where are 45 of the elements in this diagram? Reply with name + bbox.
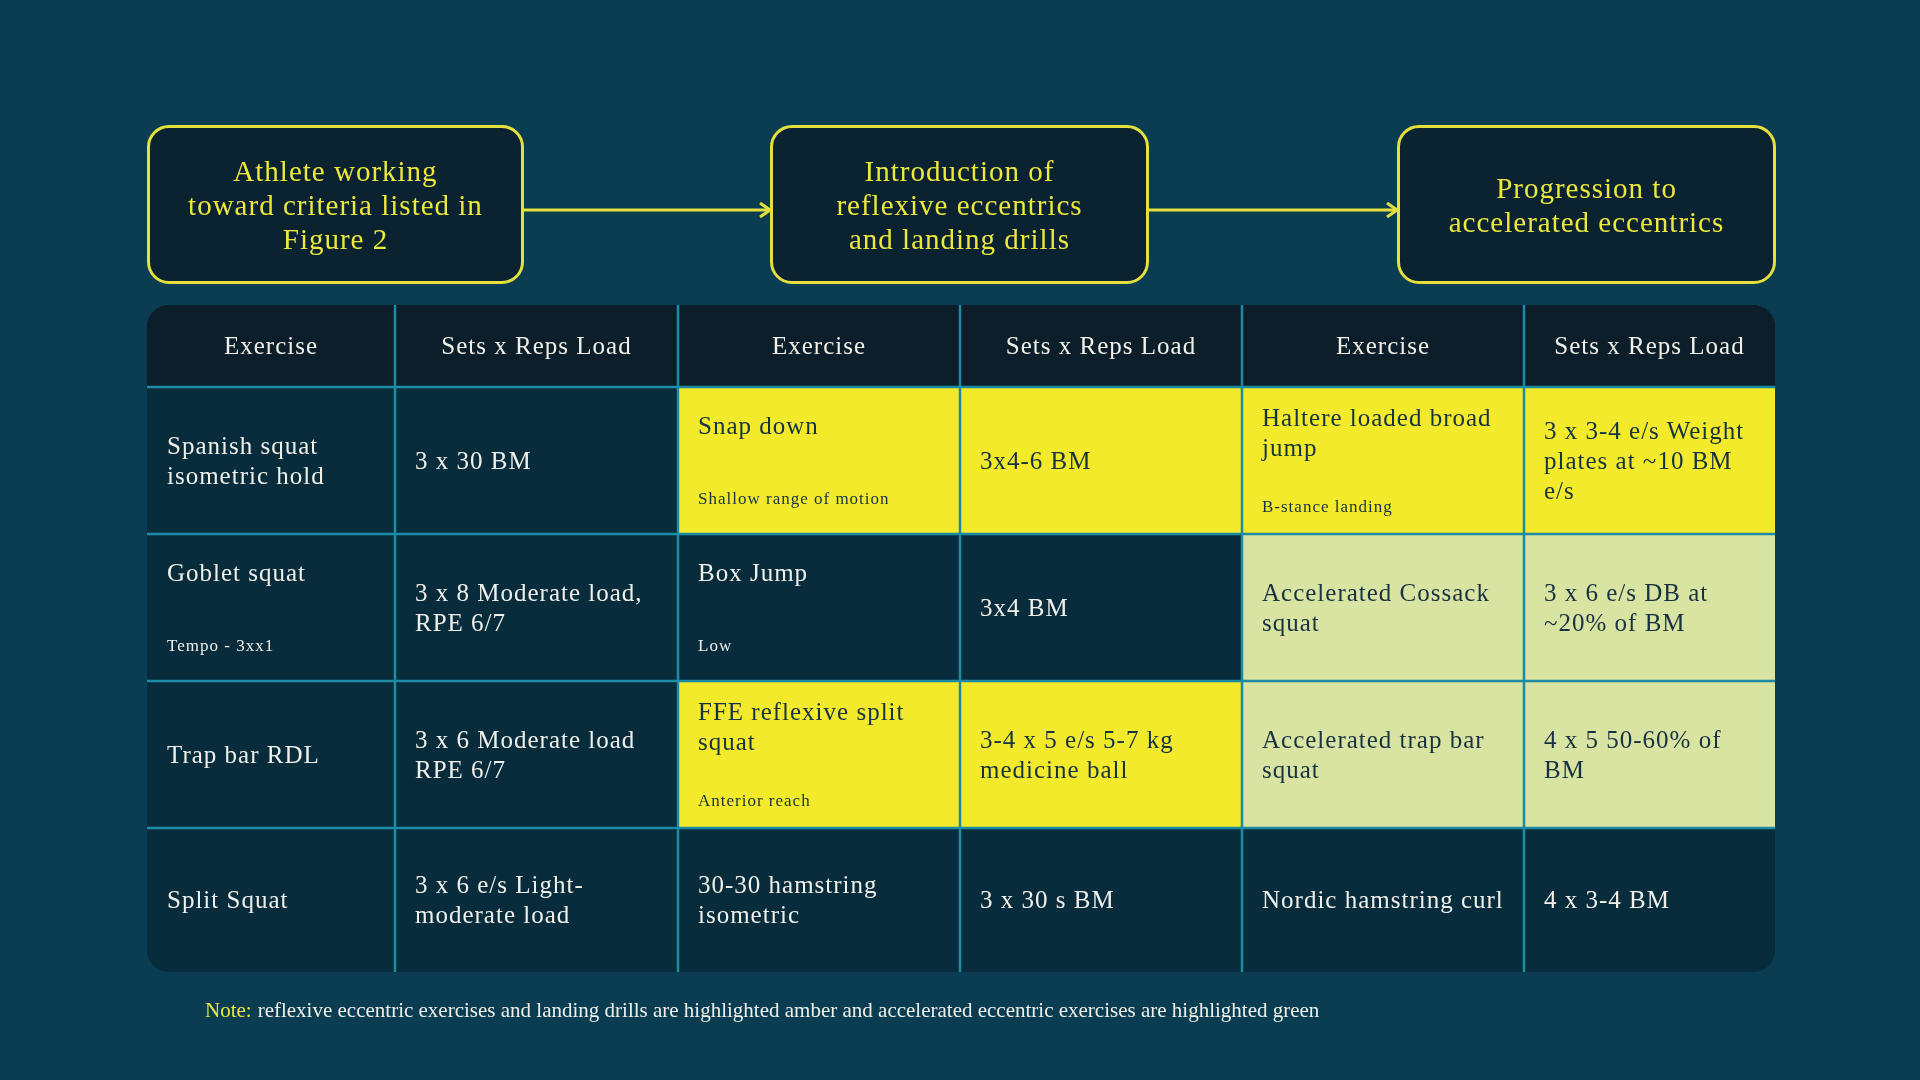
process-box xyxy=(1397,125,1776,284)
cell-text: 3x4 BM xyxy=(980,592,1070,623)
cell-note: Anterior reach xyxy=(698,789,812,812)
cell-text: Goblet squat xyxy=(167,557,308,588)
cell-text: 3 x 6 Moderate load RPE 6/7 xyxy=(415,724,637,785)
process-box xyxy=(770,125,1149,284)
cell-note: Shallow range of motion xyxy=(698,488,891,511)
note-label: Note: xyxy=(205,998,252,1022)
header-text: Sets x Reps Load xyxy=(1554,331,1745,361)
cell-text: Accelerated trap bar squat xyxy=(1262,724,1486,785)
cell-text: Nordic hamstring curl xyxy=(1262,885,1504,915)
cell-text: Trap bar RDL xyxy=(167,739,321,770)
header-text: Exercise xyxy=(223,331,319,361)
cell-text: 3-4 x 5 e/s 5-7 kg medicine ball xyxy=(980,724,1175,785)
note-text: reflexive eccentric exercises and landing drills are highlighted amber and accelerated eccentric exercises are highlighted green xyxy=(257,998,1320,1022)
box-text: Progression to accelerated eccentrics xyxy=(1447,170,1726,239)
cell-text: 3 x 6 e/s DB at ~20% of BM xyxy=(1544,577,1710,638)
cell-note: Tempo - 3xx1 xyxy=(167,635,276,658)
header-text: Exercise xyxy=(771,331,867,361)
header-text: Exercise xyxy=(1335,331,1431,361)
arrow xyxy=(1149,201,1399,219)
cell-text: 3 x 30 s BM xyxy=(980,885,1116,915)
cell-text: Haltere loaded broad jump xyxy=(1262,403,1493,464)
cell-text: 3 x 6 e/s Light-moderate load xyxy=(415,870,585,930)
cell-text: FFE reflexive split squat xyxy=(698,697,906,758)
cell-text: 3 x 8 Moderate load, RPE 6/7 xyxy=(415,577,644,638)
box-text: Introduction of reflexive eccentrics and landing drills xyxy=(835,153,1084,256)
process-box xyxy=(147,125,524,284)
cell-text: 4 x 5 50-60% of BM xyxy=(1544,724,1723,785)
cell-text: Accelerated Cossack squat xyxy=(1262,577,1491,638)
cell-text: Split Squat xyxy=(167,885,290,915)
header-text: Sets x Reps Load xyxy=(1005,331,1197,361)
cell-text: Spanish squat isometric hold xyxy=(167,430,326,491)
box-text: Athlete working toward criteria listed in Figure 2 xyxy=(188,153,483,256)
cell-text: Box Jump xyxy=(698,557,810,588)
arrow xyxy=(524,201,772,219)
cell-text: Snap down xyxy=(698,410,820,441)
cell-text: 3x4-6 BM xyxy=(980,445,1093,476)
cell-note: B-stance landing xyxy=(1262,495,1394,518)
cell-text: 3 x 30 BM xyxy=(415,445,533,476)
header-text: Sets x Reps Load xyxy=(441,331,632,361)
cell-note: Low xyxy=(698,635,734,658)
cell-text: 4 x 3-4 BM xyxy=(1544,885,1671,915)
cell-text: 3 x 3-4 e/s Weight plates at ~10 BM e/s xyxy=(1544,415,1746,506)
cell-text: 30-30 hamstring isometric xyxy=(698,870,879,930)
